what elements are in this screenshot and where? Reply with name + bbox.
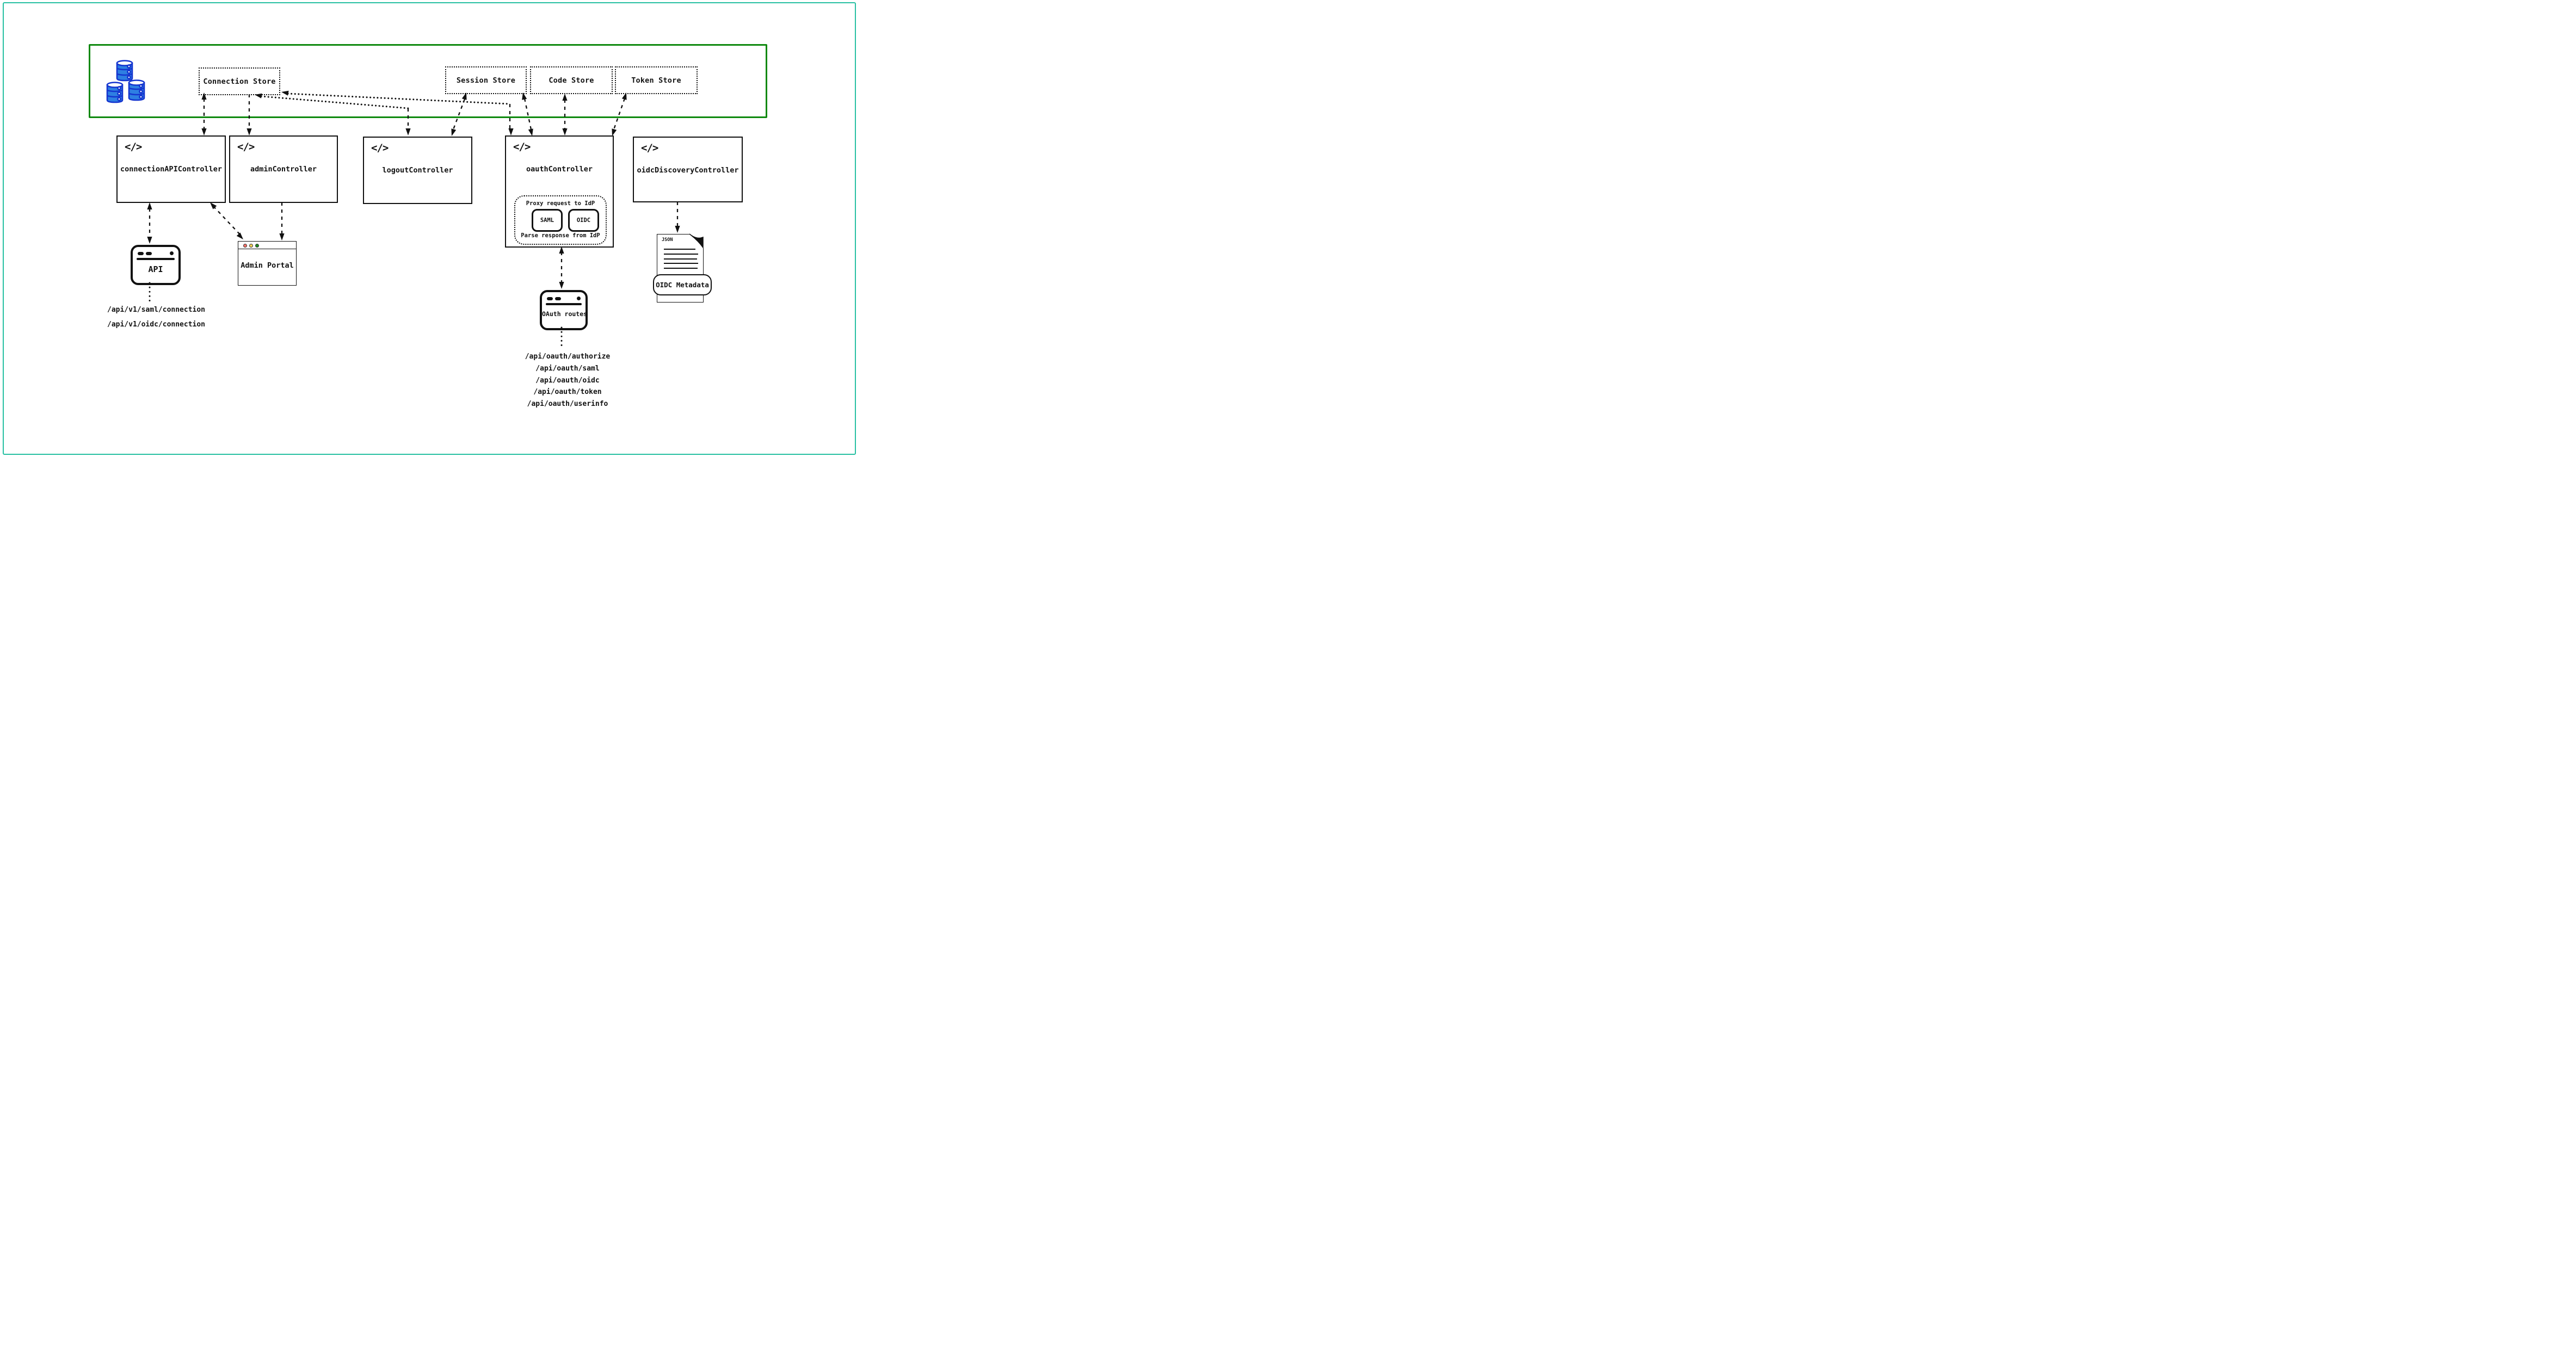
doc-text-line xyxy=(664,254,698,255)
controller-logout-label: logoutController xyxy=(382,166,453,175)
store-connection-label: Connection Store xyxy=(203,77,276,86)
store-session: Session Store xyxy=(445,66,527,94)
admin-portal-window: Admin Portal xyxy=(238,241,297,286)
endpoint-path: /api/oauth/authorize xyxy=(525,353,611,361)
diagram-canvas: Connection Store Session Store Code Stor… xyxy=(0,0,859,456)
controller-admin-label: adminController xyxy=(250,165,317,174)
code-icon: </> xyxy=(237,141,255,153)
protocol-oidc-label: OIDC xyxy=(576,217,591,224)
oidc-metadata-label: OIDC Metadata xyxy=(656,281,709,289)
window-control xyxy=(555,297,561,300)
idp-proxy-section: Proxy request to IdP SAML OIDC Parse res… xyxy=(514,195,607,245)
protocol-saml: SAML xyxy=(532,209,563,232)
database-cluster-icon xyxy=(106,60,145,103)
controller-oauth: </> oauthController Proxy request to IdP… xyxy=(505,135,614,248)
doc-text-line xyxy=(664,268,698,269)
oidc-metadata-banner: OIDC Metadata xyxy=(653,274,712,295)
controller-oidc-discovery-label: oidcDiscoveryController xyxy=(637,166,739,175)
store-token-label: Token Store xyxy=(631,76,681,85)
controller-admin: </> adminController xyxy=(229,135,338,203)
code-icon: </> xyxy=(641,142,658,154)
store-zone: Connection Store Session Store Code Stor… xyxy=(89,44,767,118)
store-connection: Connection Store xyxy=(199,67,280,95)
controller-connection-api: </> connectionAPIController xyxy=(116,135,226,203)
minimize-traffic-light xyxy=(249,244,253,248)
controller-oidc-discovery: </> oidcDiscoveryController xyxy=(633,137,743,202)
store-session-label: Session Store xyxy=(456,76,516,85)
protocol-saml-label: SAML xyxy=(540,217,554,224)
controller-logout: </> logoutController xyxy=(363,137,472,204)
store-code: Code Store xyxy=(530,66,613,94)
endpoint-path: /api/oauth/userinfo xyxy=(527,400,608,408)
close-traffic-light xyxy=(243,244,247,248)
address-bar xyxy=(546,303,582,305)
endpoint-path: /api/v1/saml/connection xyxy=(107,306,206,314)
window-control xyxy=(577,297,581,300)
outer-frame xyxy=(3,2,856,455)
zoom-traffic-light xyxy=(255,244,259,248)
code-icon: </> xyxy=(125,141,142,153)
controller-oauth-label: oauthController xyxy=(526,165,593,174)
folded-corner-icon xyxy=(689,233,704,249)
parse-response-note: Parse response from IdP xyxy=(521,232,600,239)
endpoint-path: /api/oauth/oidc xyxy=(535,377,600,385)
admin-portal-label: Admin Portal xyxy=(241,261,294,270)
controller-connection-api-label: connectionAPIController xyxy=(120,165,222,174)
oauth-routes-client: OAuth routes xyxy=(540,290,588,330)
api-client: API xyxy=(131,245,181,285)
store-token: Token Store xyxy=(615,66,698,94)
window-control xyxy=(170,251,174,255)
store-code-label: Code Store xyxy=(549,76,594,85)
proxy-request-note: Proxy request to IdP xyxy=(526,200,595,207)
doc-text-line xyxy=(664,258,697,260)
doc-text-line xyxy=(664,263,698,264)
window-control xyxy=(146,252,152,255)
doc-text-line xyxy=(664,249,695,250)
endpoint-path: /api/oauth/saml xyxy=(535,365,600,373)
address-bar xyxy=(137,258,175,260)
code-icon: </> xyxy=(513,141,531,153)
code-icon: </> xyxy=(371,142,389,154)
protocol-oidc: OIDC xyxy=(568,209,599,232)
oauth-routes-label: OAuth routes xyxy=(542,310,588,318)
window-control xyxy=(138,252,144,255)
endpoint-path: /api/v1/oidc/connection xyxy=(107,320,206,329)
endpoint-path: /api/oauth/token xyxy=(533,388,602,396)
json-badge: JSON xyxy=(662,237,673,243)
window-titlebar xyxy=(238,242,296,249)
api-label: API xyxy=(148,264,163,274)
window-control xyxy=(547,297,553,300)
